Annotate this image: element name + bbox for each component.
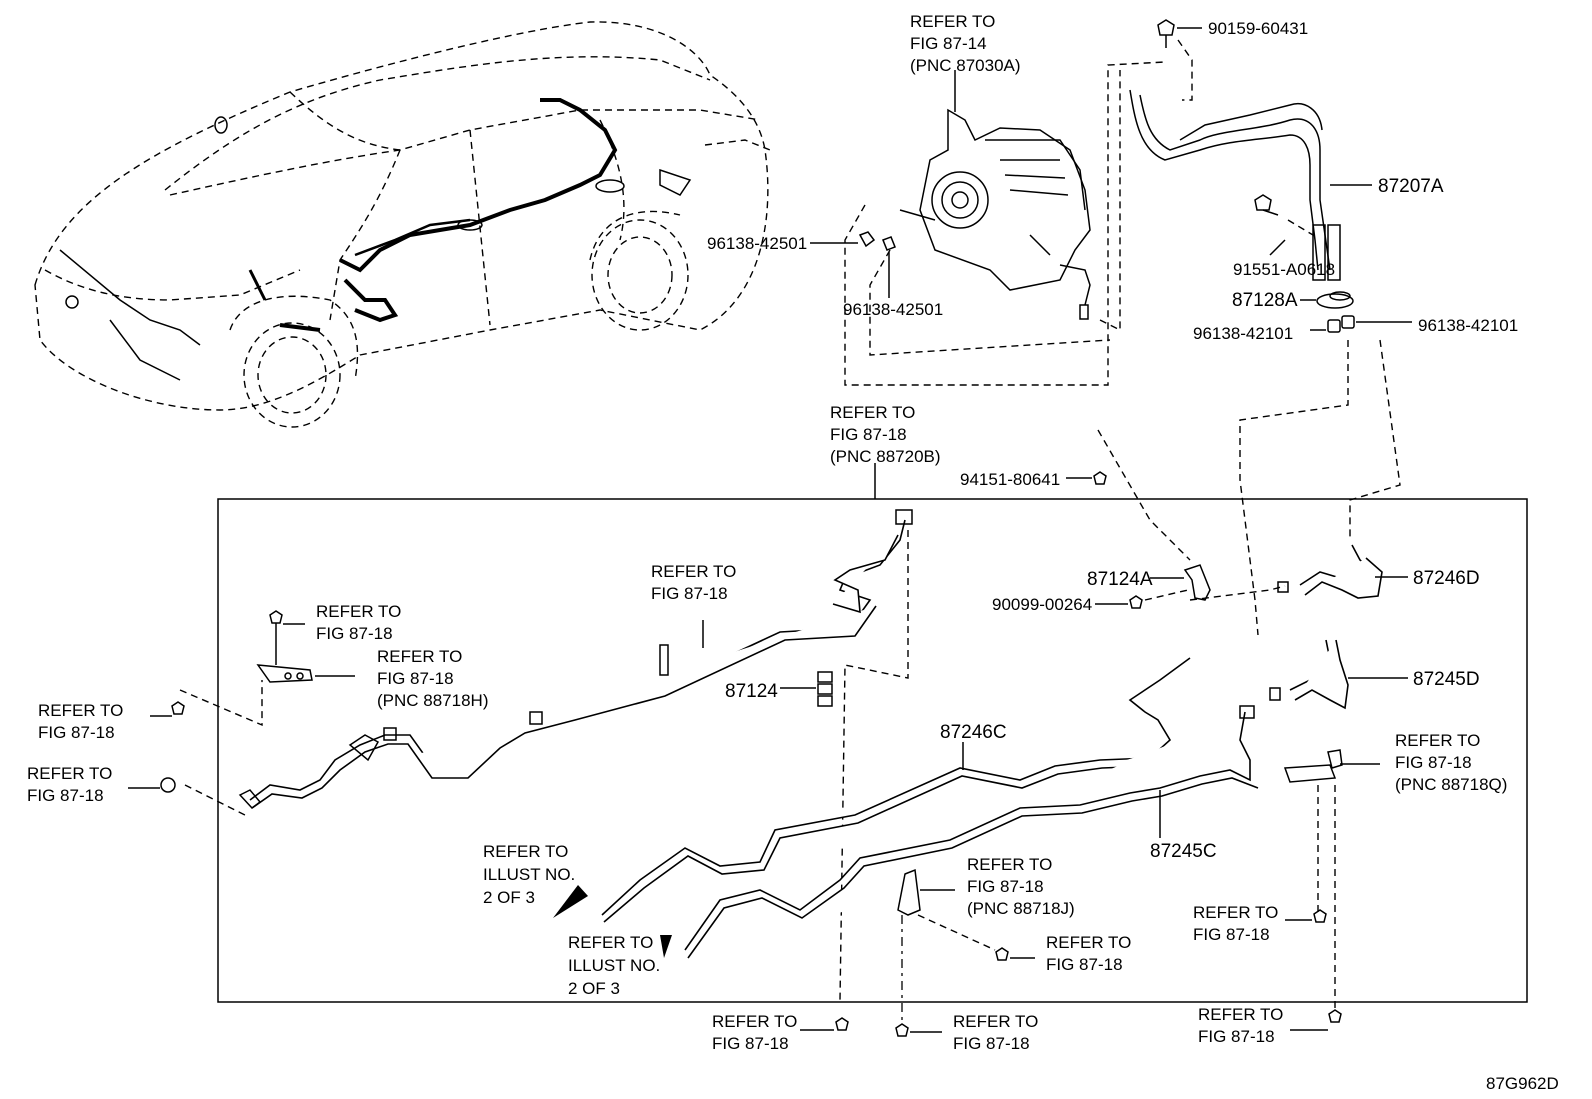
part-96138-42501-b: 96138-42501 <box>843 300 943 319</box>
heater-hose-87207a <box>1129 19 1341 281</box>
ref-fig-87-18-bolt-left: REFER TO FIG 87-18 <box>316 602 401 643</box>
ref-fig-87-18-pnc-88718j: REFER TO FIG 87-18 (PNC 88718J) <box>967 855 1075 918</box>
part-87128a: 87128A <box>1232 290 1298 311</box>
ref-fig-87-18-pnc-88718h: REFER TO FIG 87-18 (PNC 88718H) <box>377 647 489 710</box>
svg-text:REFER TO: REFER TO <box>910 12 995 31</box>
part-87124: 87124 <box>725 681 778 702</box>
ref-fig-87-18-far-left-b: REFER TO FIG 87-18 <box>27 764 112 805</box>
ref-fig-87-18-pnc-88720b: REFER TO FIG 87-18 (PNC 88720B) <box>830 403 941 466</box>
svg-text:FIG 87-18: FIG 87-18 <box>1395 753 1472 772</box>
ref-fig-87-18-pnc-88718q: REFER TO FIG 87-18 (PNC 88718Q) <box>1395 731 1507 794</box>
pipe-87246c <box>601 657 1191 923</box>
svg-text:REFER TO: REFER TO <box>377 647 462 666</box>
clip-87124 <box>817 671 833 707</box>
heater-unit <box>899 70 1091 320</box>
pipe-87245c <box>684 705 1259 959</box>
part-90099-00264: 90099-00264 <box>992 595 1092 614</box>
ref-fig-87-18-bottom-a: REFER TO FIG 87-18 <box>712 1012 797 1053</box>
svg-text:ILLUST NO.: ILLUST NO. <box>483 865 575 884</box>
part-91551-a0618: 91551-A0618 <box>1233 260 1335 279</box>
svg-text:REFER TO: REFER TO <box>1198 1005 1283 1024</box>
part-94151-80641: 94151-80641 <box>960 470 1060 489</box>
svg-text:FIG 87-14: FIG 87-14 <box>910 34 987 53</box>
svg-text:FIG 87-18: FIG 87-18 <box>316 624 393 643</box>
part-87246d: 87246D <box>1413 568 1480 589</box>
svg-text:FIG 87-18: FIG 87-18 <box>1198 1027 1275 1046</box>
arrow-icon <box>660 935 672 958</box>
part-87245d: 87245D <box>1413 669 1480 690</box>
part-90159-60431: 90159-60431 <box>1208 19 1308 38</box>
svg-text:FIG 87-18: FIG 87-18 <box>38 723 115 742</box>
detail-box <box>217 498 1528 1003</box>
svg-text:FIG 87-18: FIG 87-18 <box>1193 925 1270 944</box>
svg-text:FIG 87-18: FIG 87-18 <box>1046 955 1123 974</box>
svg-text:REFER TO: REFER TO <box>1193 903 1278 922</box>
svg-text:REFER TO: REFER TO <box>1395 731 1480 750</box>
vehicle-illustration <box>34 21 771 428</box>
svg-text:REFER TO: REFER TO <box>483 842 568 861</box>
ref-fig-87-14: REFER TO FIG 87-14 (PNC 87030A) <box>910 12 1021 75</box>
part-96138-42101-b: 96138-42101 <box>1418 316 1518 335</box>
svg-text:FIG 87-18: FIG 87-18 <box>953 1034 1030 1053</box>
svg-text:REFER TO: REFER TO <box>712 1012 797 1031</box>
svg-text:(PNC 88718Q): (PNC 88718Q) <box>1395 775 1507 794</box>
part-87124a: 87124A <box>1087 569 1153 590</box>
svg-text:2 OF 3: 2 OF 3 <box>568 979 620 998</box>
svg-text:(PNC 87030A): (PNC 87030A) <box>910 56 1021 75</box>
part-96138-42501-a: 96138-42501 <box>707 234 807 253</box>
arrow-icon <box>553 885 588 918</box>
part-87246c: 87246C <box>940 722 1007 743</box>
part-87245c: 87245C <box>1150 841 1217 862</box>
ref-fig-87-18-bottom-b: REFER TO FIG 87-18 <box>953 1012 1038 1053</box>
ref-fig-87-18-center-bolt: REFER TO FIG 87-18 <box>1046 933 1131 974</box>
ref-fig-87-18-far-left-a: REFER TO FIG 87-18 <box>38 701 123 742</box>
svg-text:(PNC 88720B): (PNC 88720B) <box>830 447 941 466</box>
svg-text:FIG 87-18: FIG 87-18 <box>712 1034 789 1053</box>
illustration-code: 87G962D <box>1486 1074 1559 1093</box>
front-pipe-assembly <box>238 509 913 810</box>
ref-fig-87-18-right-inner: REFER TO FIG 87-18 <box>1193 903 1278 944</box>
svg-text:2 OF 3: 2 OF 3 <box>483 888 535 907</box>
svg-text:REFER TO: REFER TO <box>953 1012 1038 1031</box>
part-96138-42101-a: 96138-42101 <box>1193 324 1293 343</box>
svg-text:REFER TO: REFER TO <box>38 701 123 720</box>
ref-fig-87-18-upper-pipe: REFER TO FIG 87-18 <box>651 562 736 603</box>
svg-text:FIG 87-18: FIG 87-18 <box>377 669 454 688</box>
svg-text:REFER TO: REFER TO <box>830 403 915 422</box>
svg-text:REFER TO: REFER TO <box>568 933 653 952</box>
svg-text:REFER TO: REFER TO <box>967 855 1052 874</box>
svg-text:FIG 87-18: FIG 87-18 <box>967 877 1044 896</box>
svg-text:REFER TO: REFER TO <box>1046 933 1131 952</box>
svg-text:REFER TO: REFER TO <box>651 562 736 581</box>
ref-illust-2-of-3-b: REFER TO ILLUST NO. 2 OF 3 <box>568 933 660 998</box>
svg-text:REFER TO: REFER TO <box>316 602 401 621</box>
svg-text:(PNC 88718J): (PNC 88718J) <box>967 899 1075 918</box>
svg-text:(PNC 88718H): (PNC 88718H) <box>377 691 489 710</box>
ref-fig-87-18-bottom-c: REFER TO FIG 87-18 <box>1198 1005 1283 1046</box>
ref-illust-2-of-3-a: REFER TO ILLUST NO. 2 OF 3 <box>483 842 575 907</box>
part-87207a: 87207A <box>1378 176 1444 197</box>
svg-text:FIG 87-18: FIG 87-18 <box>27 786 104 805</box>
svg-text:REFER TO: REFER TO <box>27 764 112 783</box>
svg-text:FIG 87-18: FIG 87-18 <box>651 584 728 603</box>
svg-text:ILLUST NO.: ILLUST NO. <box>568 956 660 975</box>
svg-text:FIG 87-18: FIG 87-18 <box>830 425 907 444</box>
